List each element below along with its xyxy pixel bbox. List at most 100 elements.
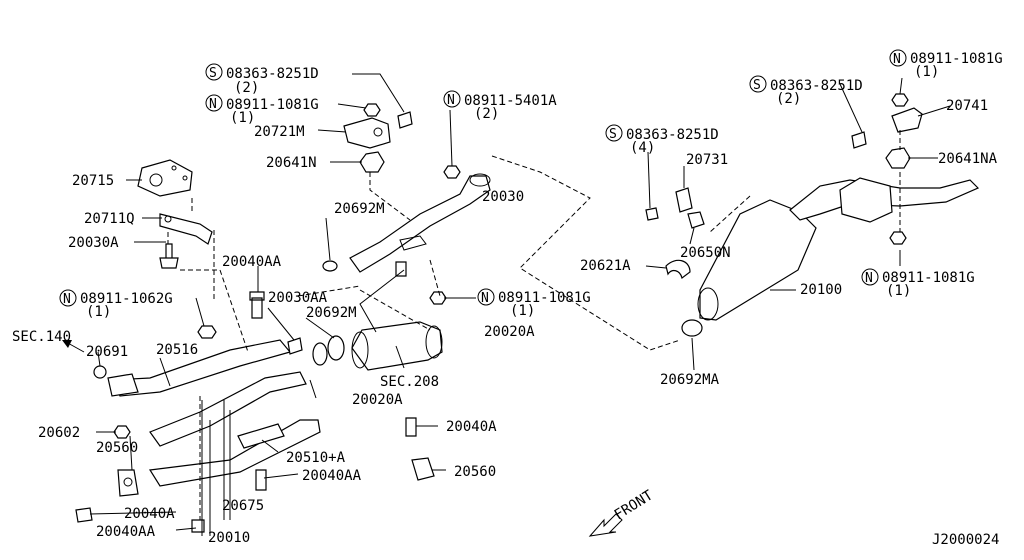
gasket-20692m-b bbox=[327, 335, 345, 361]
gasket-20692m-a bbox=[322, 260, 338, 272]
front-flange bbox=[107, 373, 139, 397]
nut-20602 bbox=[113, 425, 131, 439]
label-20621a: 20621A bbox=[580, 258, 631, 274]
label-20020a-b: 20020A bbox=[352, 392, 403, 408]
label-n-08911-1062g: 08911-1062G bbox=[80, 291, 173, 307]
label-qty: (1) bbox=[510, 303, 535, 319]
label-20040a-b: 20040A bbox=[446, 419, 497, 435]
label-20675: 20675 bbox=[222, 498, 264, 514]
label-20560-a: 20560 bbox=[96, 440, 138, 456]
bolt-20030aa bbox=[287, 337, 303, 355]
svg-text:N: N bbox=[893, 52, 901, 67]
diagram-id: J2000024 bbox=[932, 532, 999, 548]
label-20731: 20731 bbox=[686, 152, 728, 168]
bolt-center bbox=[395, 261, 407, 277]
label-qty: (1) bbox=[886, 283, 911, 299]
label-qty: (2) bbox=[776, 91, 801, 107]
bracket-20731 bbox=[675, 187, 693, 213]
nut-08911-1081g-d bbox=[889, 231, 907, 245]
label-20692ma: 20692MA bbox=[660, 372, 720, 388]
nut-08911-1062g bbox=[197, 325, 217, 339]
bracket-20621a bbox=[665, 259, 691, 280]
bracket-20741 bbox=[891, 107, 923, 133]
gasket-20692m-c bbox=[312, 342, 328, 366]
svg-text:N: N bbox=[481, 291, 489, 306]
bracket-20510 bbox=[237, 423, 285, 449]
label-qty: (2) bbox=[234, 80, 259, 96]
label-sec140: SEC.140 bbox=[12, 329, 71, 345]
label-s-08363-8251d-c: 08363-8251D bbox=[626, 127, 719, 143]
label-20030a: 20030A bbox=[68, 235, 119, 251]
bolt-20040aa-right bbox=[255, 469, 267, 491]
label-20030aa: 20030AA bbox=[268, 290, 328, 306]
label-20715: 20715 bbox=[72, 173, 114, 189]
rubber-20650n bbox=[687, 211, 705, 229]
catalytic-converter bbox=[351, 321, 443, 371]
label-n-08911-1081g-b: 08911-1081G bbox=[498, 290, 591, 306]
label-qty: (1) bbox=[230, 110, 255, 126]
label-front: FRONT bbox=[612, 487, 657, 523]
bolt-20040a-right bbox=[405, 417, 417, 437]
label-20040aa-b: 20040AA bbox=[302, 468, 362, 484]
nut-08911-1081g-c bbox=[891, 93, 909, 107]
label-20641na: 20641NA bbox=[938, 151, 998, 167]
label-n-08911-5401a: 08911-5401A bbox=[464, 93, 557, 109]
label-s-08363-8251d-b: 08363-8251D bbox=[770, 78, 863, 94]
label-n-08911-1081g-d: 08911-1081G bbox=[882, 270, 975, 286]
resonator bbox=[839, 177, 893, 223]
front-pipe-middle bbox=[149, 371, 307, 447]
rubber-20641na bbox=[885, 147, 911, 169]
svg-text:N: N bbox=[63, 292, 71, 307]
nut-08911-1081g-b bbox=[429, 291, 447, 305]
label-20711q: 20711Q bbox=[84, 211, 135, 227]
label-20040aa-c: 20040AA bbox=[96, 524, 156, 540]
label-20560-b: 20560 bbox=[454, 464, 496, 480]
label-20510a: 20510+A bbox=[286, 450, 346, 466]
label-20516: 20516 bbox=[156, 342, 198, 358]
heat-shield-20715 bbox=[137, 159, 193, 197]
svg-text:N: N bbox=[447, 93, 455, 108]
label-20010: 20010 bbox=[208, 530, 250, 546]
bolt-08363-8251d-b bbox=[851, 131, 867, 149]
markers: S N N N N N S S N bbox=[59, 49, 907, 307]
label-20721m: 20721M bbox=[254, 124, 305, 140]
mount-20560-right bbox=[411, 457, 435, 481]
label-20650n: 20650N bbox=[680, 245, 731, 261]
rubber-mount-20641n bbox=[359, 151, 385, 173]
nut-08911-1081g-a bbox=[363, 103, 381, 117]
label-sec208: SEC.208 bbox=[380, 374, 439, 390]
bolt-20040aa-mid bbox=[249, 291, 265, 319]
label-20692m-a: 20692M bbox=[334, 201, 385, 217]
svg-text:S: S bbox=[209, 66, 217, 81]
svg-text:N: N bbox=[865, 271, 873, 286]
hanger-20721m bbox=[343, 117, 391, 149]
nut-08911-5401a bbox=[443, 165, 461, 179]
bolt-20030a bbox=[159, 243, 179, 269]
label-qty: (2) bbox=[474, 106, 499, 122]
label-20100: 20100 bbox=[800, 282, 842, 298]
label-20641n: 20641N bbox=[266, 155, 317, 171]
mount-20560-left bbox=[117, 469, 139, 497]
label-qty: (4) bbox=[630, 140, 655, 156]
part-labels: 08363-8251D (2) 08911-1081G (1) 20721M 2… bbox=[12, 51, 1003, 548]
label-20741: 20741 bbox=[946, 98, 988, 114]
bolt-08363-8251d-c bbox=[645, 207, 659, 221]
label-20691: 20691 bbox=[86, 344, 128, 360]
label-qty: (1) bbox=[86, 304, 111, 320]
label-n-08911-1081g-a: 08911-1081G bbox=[226, 97, 319, 113]
front-arrow: FRONT bbox=[588, 487, 657, 537]
label-20692m-b: 20692M bbox=[306, 305, 357, 321]
bolt-08363-8251d-a bbox=[397, 111, 413, 129]
label-qty: (1) bbox=[914, 64, 939, 80]
main-muffler-20100 bbox=[699, 199, 817, 321]
sensor-20691 bbox=[93, 365, 107, 379]
label-20020a-a: 20020A bbox=[484, 324, 535, 340]
svg-text:S: S bbox=[753, 78, 761, 93]
leader-lines bbox=[89, 73, 951, 536]
svg-text:N: N bbox=[209, 97, 217, 112]
dashed-guides bbox=[167, 130, 901, 520]
label-n-08911-1081g-c: 08911-1081G bbox=[910, 51, 1003, 67]
bolt-20040a-left bbox=[75, 507, 93, 523]
bracket-20711q bbox=[159, 213, 213, 245]
